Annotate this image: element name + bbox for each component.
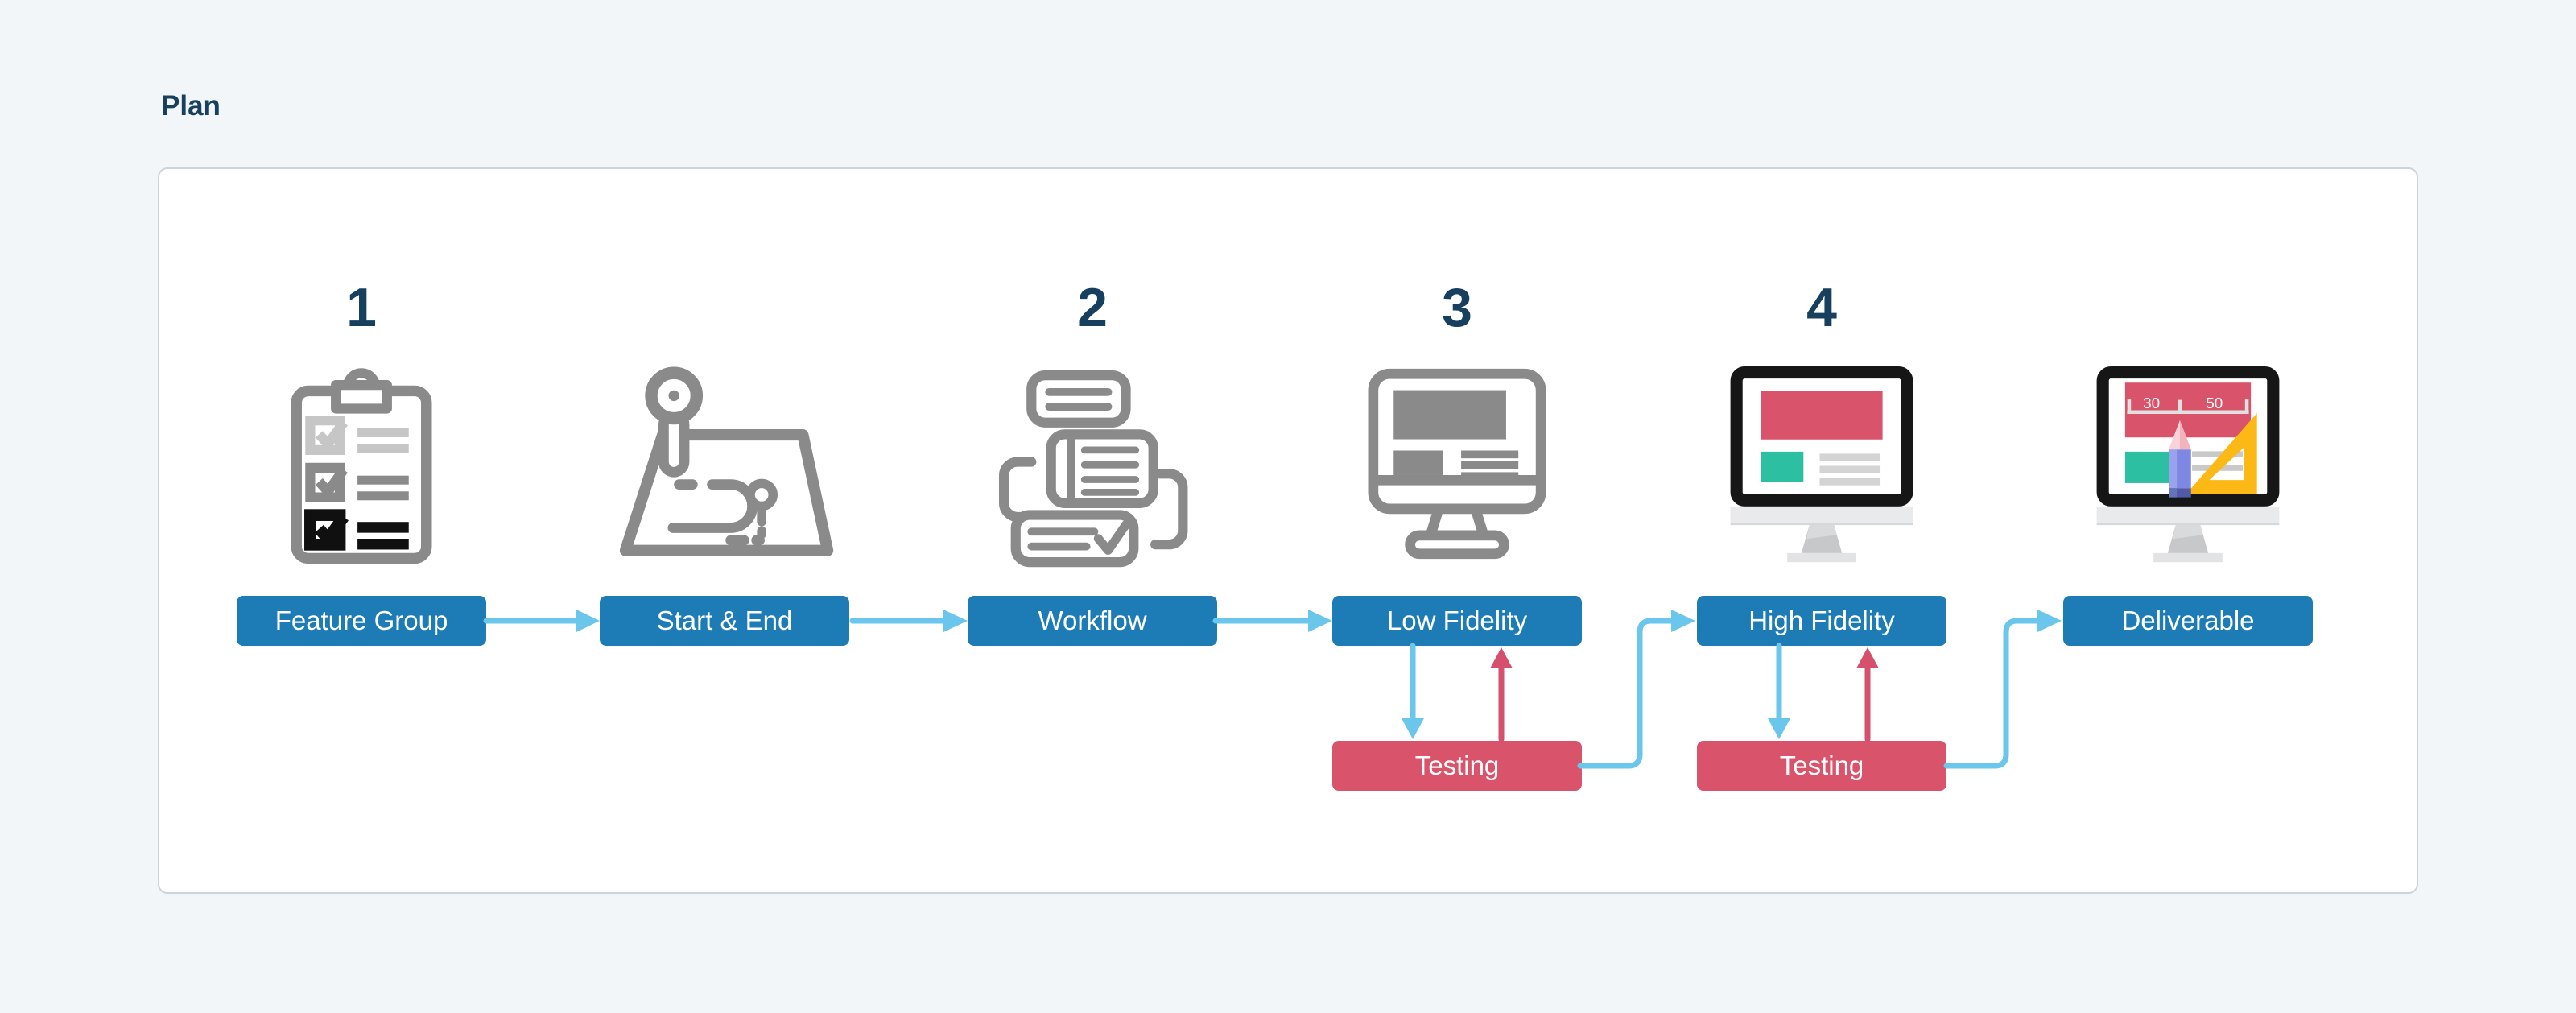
step-column-workflow: 2 Workflow bbox=[968, 169, 1217, 892]
testing-box-1: Testing bbox=[1332, 741, 1582, 791]
step-number-4: 4 bbox=[1806, 277, 1837, 338]
step-number-1: 1 bbox=[346, 277, 377, 338]
stacked-tasks-icon bbox=[998, 370, 1188, 568]
step-number-blank bbox=[600, 277, 849, 338]
clipboard-checklist-icon bbox=[291, 368, 432, 564]
map-route-icon bbox=[619, 366, 834, 556]
node-feature-group: Feature Group bbox=[237, 596, 486, 646]
arrowhead-to-low-fidelity bbox=[1308, 610, 1332, 632]
node-deliverable: Deliverable bbox=[2063, 596, 2313, 646]
node-start-end: Start & End bbox=[600, 596, 849, 646]
deliverable-right-measure: 50 bbox=[2206, 395, 2223, 412]
step-column-feature-group: 1 bbox=[237, 169, 486, 892]
step-number-2: 2 bbox=[1077, 277, 1108, 338]
arrowhead-to-workflow bbox=[943, 610, 968, 632]
node-high-fidelity: High Fidelity bbox=[1697, 596, 1946, 646]
node-workflow: Workflow bbox=[968, 596, 1217, 646]
step-column-low-fidelity: 3 Low Fidelity bbox=[1332, 169, 1582, 892]
diagram-card: 1 bbox=[158, 167, 2418, 894]
arrowhead-to-deliverable bbox=[2037, 610, 2062, 632]
step-column-high-fidelity: 4 High Fidelity bbox=[1697, 169, 1946, 892]
page-title: Plan bbox=[161, 90, 221, 122]
node-low-fidelity: Low Fidelity bbox=[1332, 596, 1582, 646]
mockup-monitor-icon bbox=[1730, 366, 1913, 563]
wireframe-monitor-icon bbox=[1368, 368, 1546, 560]
deliverable-left-measure: 30 bbox=[2143, 395, 2160, 412]
step-column-start-end: Start & End bbox=[600, 169, 849, 892]
step-number-blank bbox=[2063, 277, 2313, 338]
step-number-3: 3 bbox=[1442, 277, 1472, 338]
arrowhead-to-high-fidelity bbox=[1671, 610, 1695, 632]
step-column-deliverable: 30 50 Deliverable bbox=[2063, 169, 2313, 892]
design-spec-monitor-icon: 30 50 bbox=[2096, 366, 2280, 563]
testing-box-2: Testing bbox=[1697, 741, 1946, 791]
arrowhead-to-start-end bbox=[576, 610, 600, 632]
